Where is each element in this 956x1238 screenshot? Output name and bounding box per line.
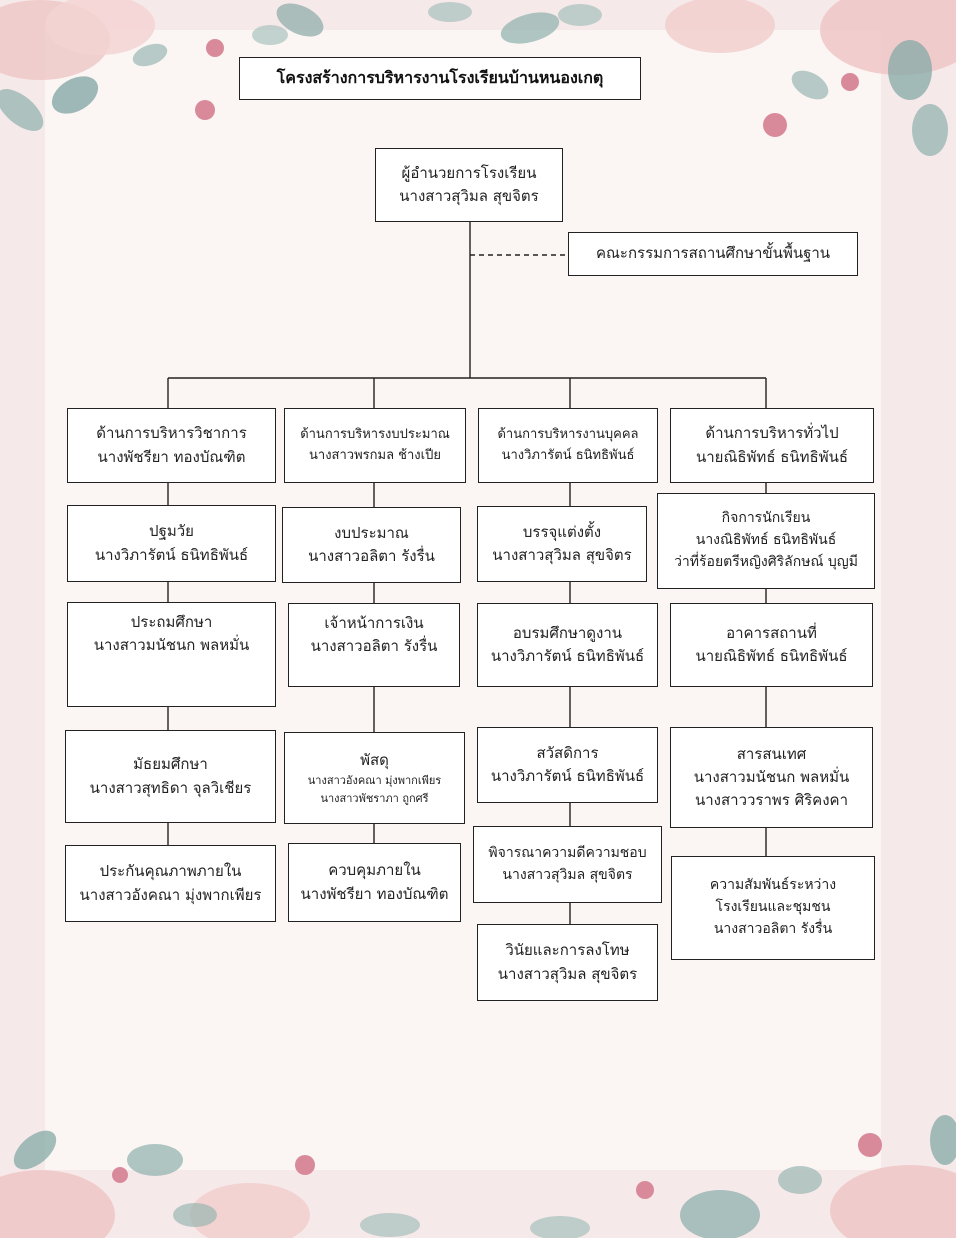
- department-head-role: ด้านการบริหารงานบุคคล: [497, 427, 639, 443]
- unit-box: เจ้าหน้าการเงิน นางสาวอลิตา รังรื่น: [288, 603, 460, 687]
- unit-box: พิจารณาความดีความชอบ นางสาวสุวิมล สุขจิต…: [473, 826, 662, 903]
- unit-person: นางพัชรียา ทองบัณฑิต: [300, 884, 449, 903]
- unit-person: นางสาวอลิตา รังรื่น: [713, 920, 833, 937]
- unit-person: นางณิธิพัทธ์ ธนิทธิพันธ์: [695, 532, 837, 549]
- unit-person: นางสาวอังคณา มุ่งพากเพียร: [307, 774, 442, 788]
- unit-person: นางสาวสุทธิดา จุลวิเชียร: [89, 778, 252, 797]
- unit-person: นางสาวสุวิมล สุขจิตร: [497, 964, 638, 983]
- unit-person: นางสาวพัชราภา ถูกศรี: [320, 792, 429, 805]
- department-head-budget: ด้านการบริหารงบประมาณ นางสาวพรกมล ช้างเป…: [284, 408, 466, 483]
- unit-box: ปฐมวัย นางวิภารัตน์ ธนิทธิพันธ์: [67, 505, 276, 582]
- unit-box: ประถมศึกษา นางสาวมนัชนก พลหมั่น: [67, 602, 276, 707]
- unit-box: บรรจุแต่งตั้ง นางสาวสุวิมล สุขจิตร: [477, 506, 647, 582]
- committee-box: คณะกรรมการสถานศึกษาขั้นพื้นฐาน: [568, 232, 858, 276]
- department-head-personnel: ด้านการบริหารงานบุคคล นางวิภารัตน์ ธนิทธ…: [478, 408, 658, 483]
- unit-title: พิจารณาความดีความชอบ: [488, 844, 647, 861]
- unit-person: นางวิภารัตน์ ธนิทธิพันธ์: [490, 647, 645, 665]
- unit-person: นางสาวอังคณา มุ่งพากเพียร: [79, 885, 262, 904]
- unit-box: งบประมาณ นางสาวอลิตา รังรื่น: [282, 507, 461, 583]
- committee-label: คณะกรรมการสถานศึกษาขั้นพื้นฐาน: [595, 244, 831, 263]
- unit-person: นายณิธิพัทธ์ ธนิทธิพันธ์: [695, 647, 848, 665]
- unit-title: บรรจุแต่งตั้ง: [522, 522, 602, 541]
- unit-box: อบรมศึกษาดูงาน นางวิภารัตน์ ธนิทธิพันธ์: [477, 603, 658, 687]
- unit-box: ประกันคุณภาพภายใน นางสาวอังคณา มุ่งพากเพ…: [65, 845, 276, 922]
- unit-title: งบประมาณ: [334, 523, 409, 542]
- director-role: ผู้อำนวยการโรงเรียน: [401, 163, 537, 182]
- unit-title: อบรมศึกษาดูงาน: [512, 623, 623, 642]
- department-head-general: ด้านการบริหารทั่วไป นายณิธิพัทธ์ ธนิทธิพ…: [670, 408, 874, 483]
- unit-title: กิจการนักเรียน: [721, 510, 811, 527]
- chart-title: โครงสร้างการบริหารงานโรงเรียนบ้านหนองเกต…: [239, 57, 641, 100]
- unit-title: ประถมศึกษา: [130, 613, 213, 631]
- unit-person: นางสาวอลิตา รังรื่น: [310, 637, 438, 656]
- unit-title: วินัยและการลงโทษ: [505, 941, 630, 960]
- unit-box: สารสนเทศ นางสาวมนัชนก พลหมั่น นางสาววราพ…: [670, 727, 873, 828]
- department-head-role: ด้านการบริหารวิชาการ: [96, 424, 247, 443]
- director-name: นางสาวสุวิมล สุขจิตร: [399, 187, 539, 205]
- department-head-role: ด้านการบริหารทั่วไป: [705, 424, 839, 443]
- unit-title: สารสนเทศ: [736, 744, 807, 763]
- unit-box: ควบคุมภายใน นางพัชรียา ทองบัณฑิต: [288, 843, 461, 922]
- unit-title: มัธยมศึกษา: [133, 755, 208, 774]
- unit-box: กิจการนักเรียน นางณิธิพัทธ์ ธนิทธิพันธ์ …: [657, 493, 875, 589]
- unit-title: พัสดุ: [360, 751, 389, 770]
- unit-title: ความสัมพันธ์ระหว่าง: [709, 877, 837, 894]
- unit-person: นางสาวอลิตา รังรื่น: [308, 547, 435, 565]
- unit-box: วินัยและการลงโทษ นางสาวสุวิมล สุขจิตร: [477, 924, 658, 1001]
- unit-title: ประกันคุณภาพภายใน: [99, 862, 242, 881]
- unit-title: อาคารสถานที่: [726, 623, 817, 642]
- unit-person: นางสาวมนัชนก พลหมั่น: [693, 767, 850, 786]
- department-head-academic: ด้านการบริหารวิชาการ นางพัชรียา ทองบัณฑิ…: [67, 408, 276, 483]
- unit-box: ความสัมพันธ์ระหว่าง โรงเรียนและชุมชน นาง…: [671, 856, 875, 960]
- department-head-name: นางพัชรียา ทองบัณฑิต: [97, 447, 246, 466]
- department-head-name: นางสาวพรกมล ช้างเปีย: [309, 447, 441, 463]
- director-box: ผู้อำนวยการโรงเรียน นางสาวสุวิมล สุขจิตร: [375, 148, 563, 222]
- unit-person: นางวิภารัตน์ ธนิทธิพันธ์: [490, 767, 645, 785]
- unit-person: ว่าที่ร้อยตรีหญิงศิริลักษณ์ บุญมี: [674, 553, 858, 570]
- department-head-name: นางวิภารัตน์ ธนิทธิพันธ์: [501, 447, 635, 463]
- unit-person: นางสาวมนัชนก พลหมั่น: [93, 636, 250, 655]
- unit-title: ควบคุมภายใน: [328, 861, 421, 880]
- unit-title: เจ้าหน้าการเงิน: [324, 614, 424, 632]
- unit-box: มัธยมศึกษา นางสาวสุทธิดา จุลวิเชียร: [65, 730, 276, 823]
- unit-person: นางสาวสุวิมล สุขจิตร: [492, 546, 632, 564]
- unit-box: สวัสดิการ นางวิภารัตน์ ธนิทธิพันธ์: [477, 727, 658, 803]
- unit-person: นางสาววราพร ศิริคงคา: [694, 791, 848, 810]
- unit-person: นางวิภารัตน์ ธนิทธิพันธ์: [94, 545, 249, 564]
- unit-box: อาคารสถานที่ นายณิธิพัทธ์ ธนิทธิพันธ์: [670, 603, 873, 687]
- unit-title: ปฐมวัย: [149, 522, 194, 541]
- department-head-role: ด้านการบริหารงบประมาณ: [300, 427, 450, 443]
- unit-title: สวัสดิการ: [536, 743, 599, 762]
- department-head-name: นายณิธิพัทธ์ ธนิทธิพันธ์: [696, 447, 848, 466]
- unit-title: โรงเรียนและชุมชน: [715, 899, 831, 916]
- unit-person: นางสาวสุวิมล สุขจิตร: [502, 866, 633, 883]
- unit-box: พัสดุ นางสาวอังคณา มุ่งพากเพียร นางสาวพั…: [284, 732, 465, 824]
